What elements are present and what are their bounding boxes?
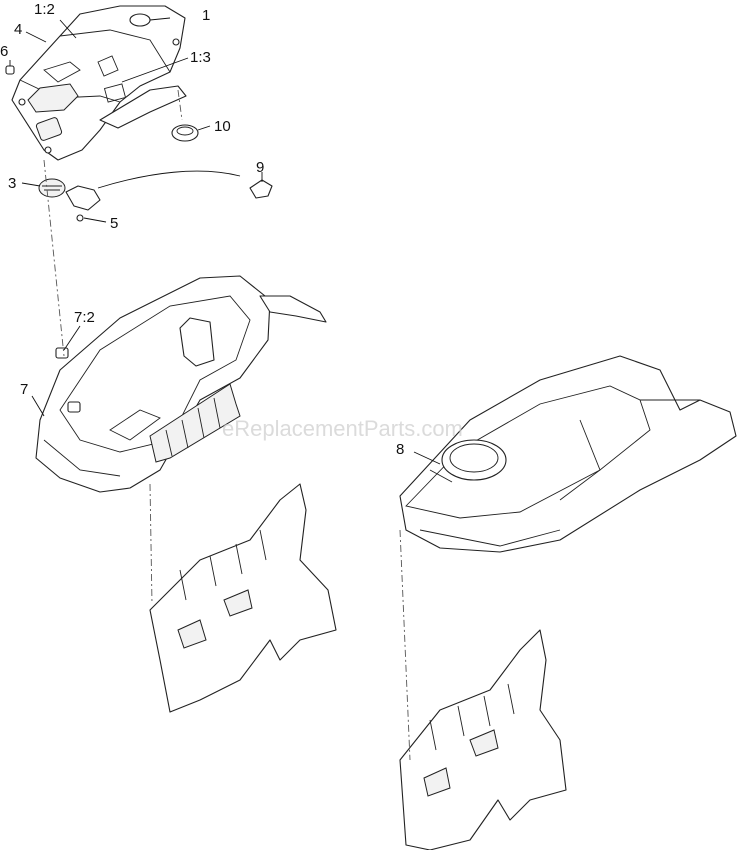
screw (5, 65, 15, 75)
panel-rear-flange (99, 85, 187, 129)
fuel-tank (399, 355, 737, 553)
cable-clip (249, 179, 273, 199)
callout-1: 1 (202, 7, 210, 24)
callout-5: 5 (110, 215, 118, 232)
callout-labels: 1 1:2 1:3 4 6 10 3 5 9 7:2 7 8 (0, 1, 404, 458)
callout-7: 7 (20, 381, 28, 398)
callout-3: 3 (8, 175, 16, 192)
callout-10: 10 (214, 118, 231, 135)
callout-4: 4 (14, 21, 22, 38)
callout-7-2: 7:2 (74, 309, 95, 326)
callout-leaders (9, 17, 441, 465)
clip-nut (55, 347, 81, 413)
lower-body-tub (35, 275, 327, 493)
heat-shield-left (149, 483, 337, 713)
callout-8: 8 (396, 441, 404, 458)
grommet (171, 124, 199, 142)
heat-shield-right (399, 629, 567, 850)
callout-6: 6 (0, 43, 8, 60)
watermark-text: eReplacementParts.com (222, 416, 463, 441)
callout-9: 9 (256, 159, 264, 176)
callout-1-3: 1:3 (190, 49, 211, 66)
control-panel-cover (11, 5, 186, 161)
alignment-lines (43, 89, 411, 761)
cable-assembly (38, 170, 241, 222)
callout-1-2: 1:2 (34, 1, 55, 18)
